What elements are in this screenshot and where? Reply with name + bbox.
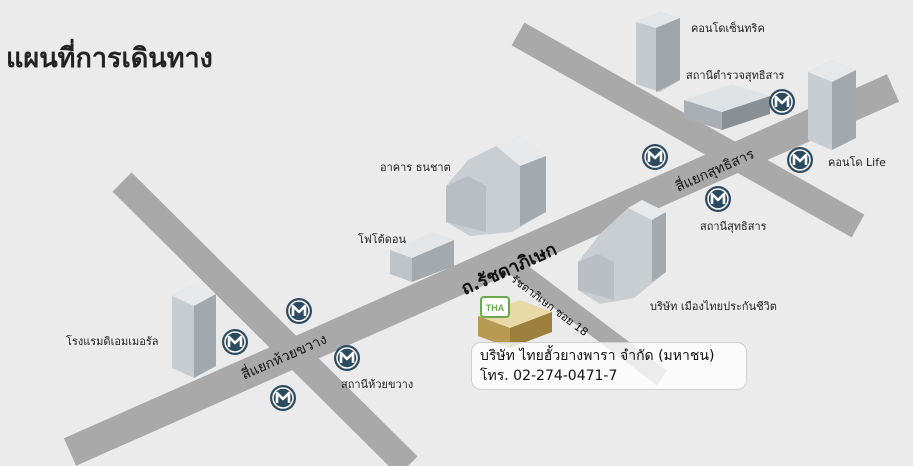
label-muang-thai: บริษัท เมืองไทยประกันชีวิต	[650, 300, 777, 313]
company-name: บริษัท ไทยฮั้วยางพารา จำกัด (มหาชน)	[480, 348, 715, 364]
logo-text: THA	[486, 303, 505, 313]
metro-m-icon	[769, 89, 795, 115]
metro-m-icon	[787, 147, 813, 173]
thanachart-building	[446, 136, 546, 236]
police-station-building	[684, 84, 770, 130]
muang-thai-building	[578, 200, 666, 304]
metro-m-icon	[286, 298, 312, 324]
label-sutthisan-station: สถานีสุทธิสาร	[700, 220, 767, 233]
road-sutthisan-cross	[511, 22, 865, 238]
label-photo-hotel: โฟโต้ดอน	[358, 233, 407, 246]
label-condo-centric: คอนโดเซ็นทริค	[691, 22, 765, 35]
metro-m-icon	[270, 385, 296, 411]
company-building	[478, 300, 552, 348]
road-ratchadaphisek	[63, 74, 900, 466]
emerald-hotel-building	[172, 284, 216, 378]
label-condo-life: คอนโด Life	[828, 156, 886, 169]
page-title: แผนที่การเดินทาง	[6, 43, 213, 74]
label-thanachart: อาคาร ธนชาต	[380, 161, 451, 174]
company-phone: โทร. 02-274-0471-7	[480, 368, 618, 384]
metro-m-icon	[334, 345, 360, 371]
label-emerald-hotel: โรงแรมดิเอมเมอรัล	[66, 335, 159, 348]
road-huai-khwang-cross	[112, 172, 418, 466]
photo-hotel-building	[390, 232, 454, 282]
metro-m-icon	[642, 144, 668, 170]
metro-m-icon	[222, 329, 248, 355]
condo-centric-building	[636, 12, 680, 92]
label-police-sutthisan: สถานีตำรวจสุทธิสาร	[686, 69, 785, 82]
condo-life-building	[808, 60, 856, 150]
metro-m-icon	[705, 186, 731, 212]
label-huai-khwang-station: สถานีห้วยขวาง	[341, 378, 414, 391]
company-logo: THA	[480, 296, 510, 318]
company-info-box: บริษัท ไทยฮั้วยางพารา จำกัด (มหาชน) โทร.…	[471, 342, 747, 390]
